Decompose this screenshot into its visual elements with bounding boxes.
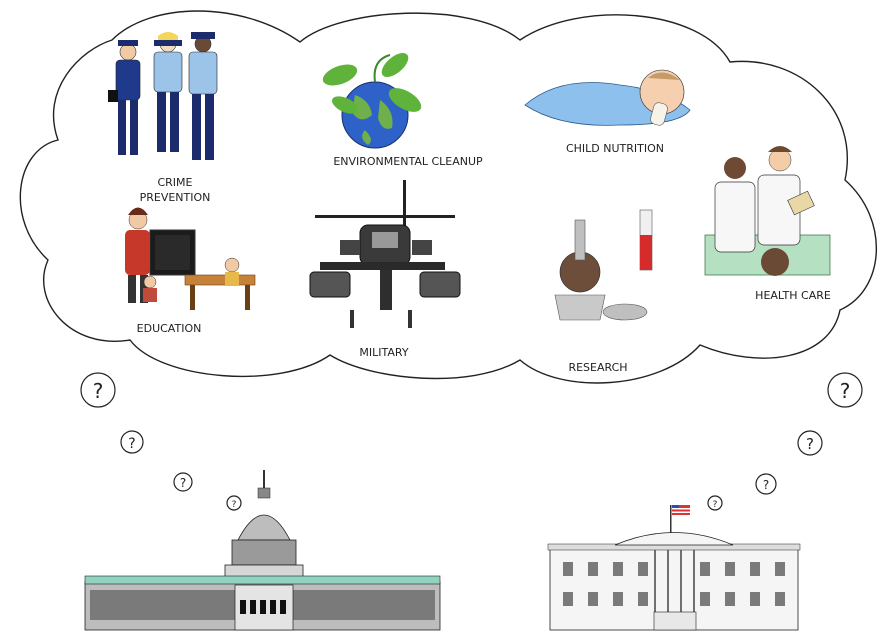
teacher-students-icon — [125, 207, 256, 310]
question-mark-5: ? — [840, 379, 851, 403]
label-child: CHILD NUTRITION — [566, 142, 664, 155]
white-house-icon — [547, 505, 801, 631]
question-mark-2: ? — [128, 436, 135, 452]
label-crime-line1: CRIME — [157, 176, 192, 189]
thought-bubbles-right — [707, 372, 863, 511]
police-officers-icon — [108, 32, 218, 160]
question-mark-8: ? — [713, 500, 718, 510]
helicopter-icon — [309, 180, 461, 328]
question-mark-4: ? — [232, 500, 237, 510]
label-health: HEALTH CARE — [755, 289, 831, 302]
question-mark-7: ? — [763, 478, 769, 492]
lab-flasks-icon — [554, 209, 653, 321]
us-flag-icon — [670, 505, 690, 535]
globe-plant-icon — [322, 53, 422, 149]
label-education: EDUCATION — [137, 322, 202, 335]
thought-bubbles-left — [80, 372, 242, 511]
label-military: MILITARY — [359, 346, 408, 359]
doctors-patient-icon — [704, 146, 831, 276]
question-mark-3: ? — [180, 476, 186, 490]
capitol-building-icon — [84, 470, 441, 631]
sleeping-baby-icon — [524, 69, 691, 126]
question-mark-6: ? — [806, 435, 814, 453]
question-mark-1: ? — [93, 379, 104, 403]
label-environment: ENVIRONMENTAL CLEANUP — [333, 155, 483, 168]
label-crime-line2: PREVENTION — [140, 191, 211, 204]
label-research: RESEARCH — [568, 361, 627, 374]
